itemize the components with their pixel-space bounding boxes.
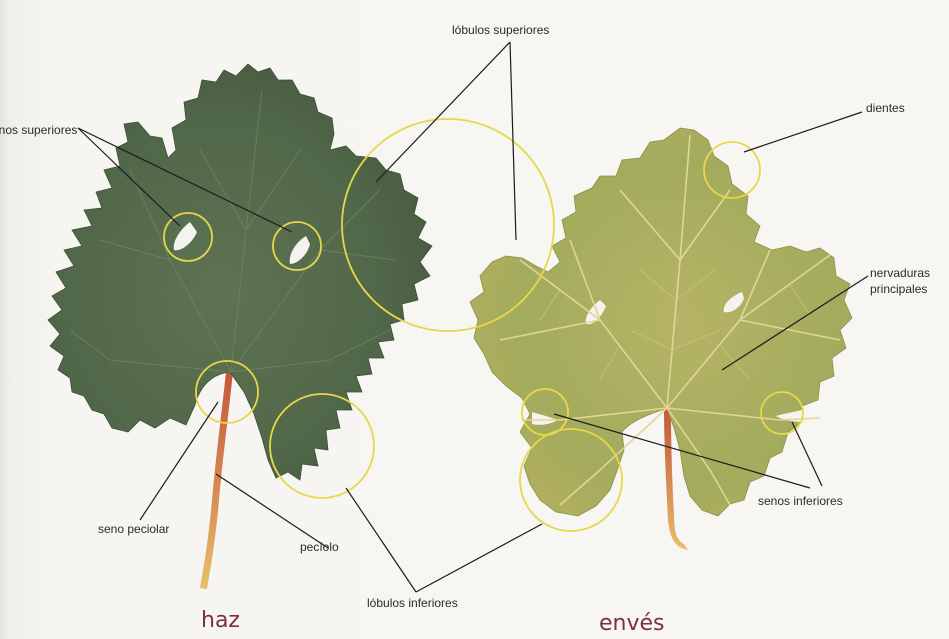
label-lower-lobes: lóbulos inferiores bbox=[367, 596, 458, 610]
leader-teeth bbox=[744, 112, 862, 152]
label-upper-sinuses: senos superiores bbox=[0, 123, 77, 137]
leader-petiole bbox=[216, 474, 328, 548]
label-petiole: pecíolo bbox=[300, 540, 339, 554]
leader-lower-lobes-1 bbox=[346, 488, 416, 592]
leader-upper-lobes-1 bbox=[376, 42, 510, 182]
label-upper-lobes: lóbulos superiores bbox=[452, 23, 549, 37]
leaf-upper-side bbox=[48, 64, 432, 589]
leaf-blade-upper bbox=[48, 64, 432, 480]
leader-lower-sinus-2 bbox=[792, 422, 822, 486]
leaf-blade-lower bbox=[470, 128, 852, 516]
label-lower-sinuses: senos inferiores bbox=[758, 494, 843, 508]
caption-haz: haz bbox=[201, 608, 240, 633]
caption-enves: envés bbox=[599, 611, 665, 636]
label-main-veins-line1: nervaduras bbox=[870, 266, 930, 280]
leaf-lower-side bbox=[470, 128, 852, 550]
leader-upper-lobes-2 bbox=[510, 42, 516, 240]
label-teeth: dientes bbox=[866, 101, 905, 115]
leader-lower-lobes-2 bbox=[416, 524, 542, 592]
label-petiolar-sinus: seno peciolar bbox=[98, 522, 169, 536]
label-main-veins-line2: principales bbox=[870, 282, 927, 296]
